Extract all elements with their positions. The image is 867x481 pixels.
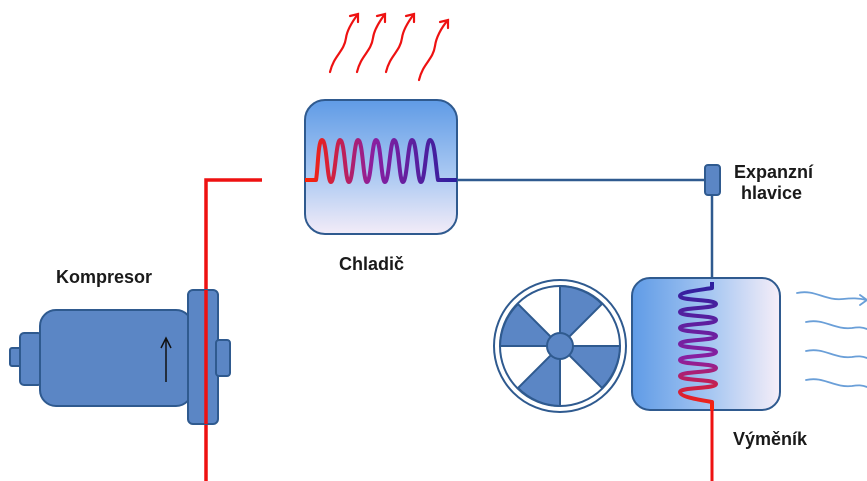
fan-icon: [493, 279, 627, 413]
air-arrow-icon: [796, 291, 867, 306]
heat-arrow-icon: [328, 12, 360, 74]
evaporator: [631, 277, 781, 411]
rotation-arrow-icon: [160, 336, 172, 382]
air-arrow-icon: [805, 378, 867, 388]
heat-out-arrows: [328, 12, 450, 82]
heat-arrow-icon: [384, 12, 416, 74]
compressor: [9, 289, 231, 425]
expansion-valve-label-line1: Expanzní: [734, 162, 814, 182]
air-out-arrows: [796, 291, 867, 388]
air-arrow-icon: [805, 349, 867, 359]
air-arrow-icon: [805, 320, 867, 330]
condenser-coil: [305, 138, 457, 184]
evaporator-coil: [678, 282, 718, 410]
hot-refrigerant-line: [204, 178, 305, 481]
evaporator-label: Výměník: [733, 429, 808, 449]
condenser-label: Chladič: [339, 254, 404, 274]
compressor-label: Kompresor: [56, 267, 152, 287]
condenser: [304, 99, 458, 235]
heat-arrow-icon: [355, 12, 387, 74]
cold-refrigerant-line: [455, 178, 714, 282]
heat-arrow-icon: [417, 18, 450, 82]
expansion-valve-label-line2: hlavice: [741, 183, 802, 203]
expansion-valve: [704, 164, 721, 196]
